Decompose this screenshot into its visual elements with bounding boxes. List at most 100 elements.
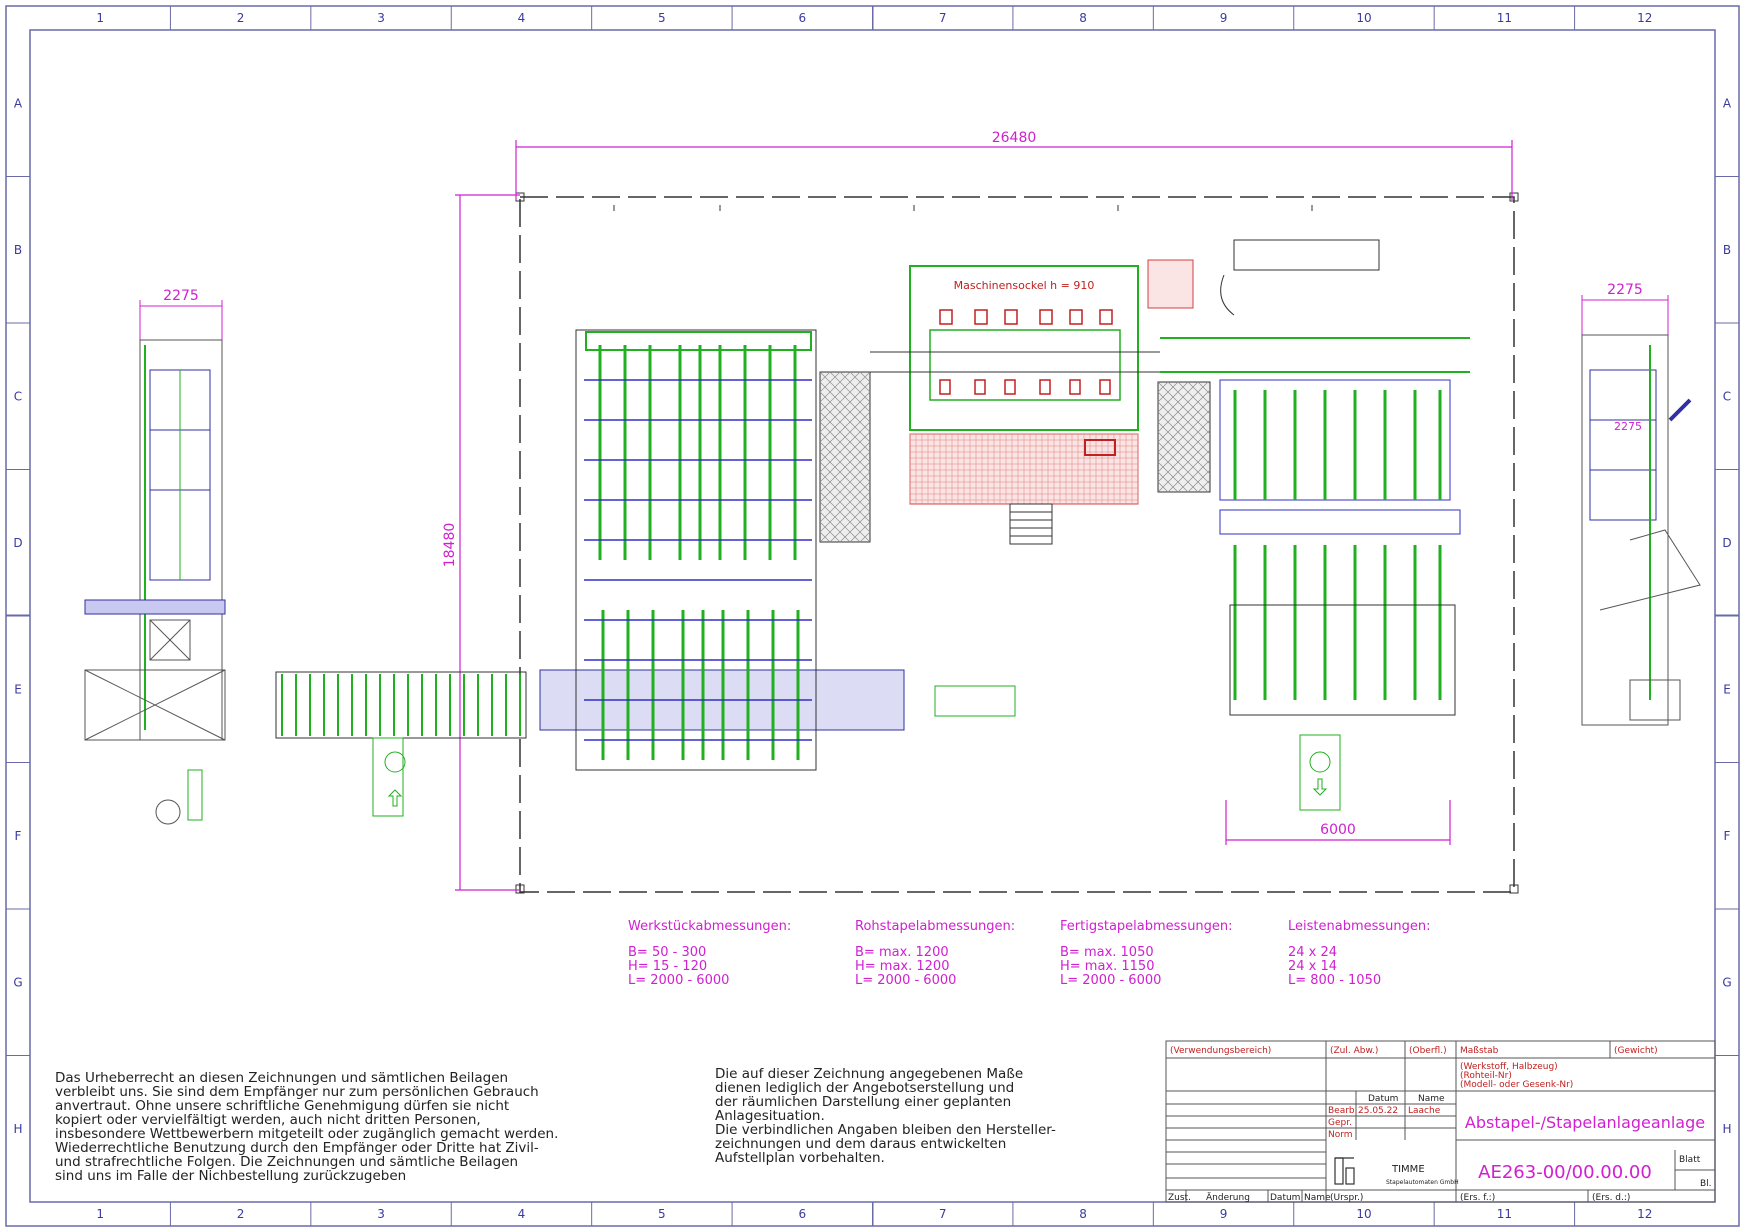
spec-line: L= 2000 - 6000 [628,973,729,988]
dim-left-width-label: 2275 [163,288,199,304]
svg-text:sind uns im Falle der Nichbest: sind uns im Falle der Nichbestellung zur… [55,1168,406,1184]
company-logo [1334,1157,1355,1185]
row-grid [6,176,1739,1056]
column-label: 6 [798,11,806,25]
column-label: 7 [939,11,947,25]
spec-line: H= max. 1150 [1060,959,1154,974]
svg-text:Änderung: Änderung [1206,1192,1250,1203]
svg-text:(Oberfl.): (Oberfl.) [1409,1046,1447,1056]
svg-text:(Modell- oder Gesenk-Nr): (Modell- oder Gesenk-Nr) [1460,1080,1573,1090]
column-label: 8 [1079,11,1087,25]
column-label: 12 [1637,11,1652,25]
column-label: 2 [237,1207,245,1221]
machine-base-label: Maschinensockel h = 910 [954,279,1095,292]
spec-line: L= 2000 - 6000 [855,973,956,988]
title-block-text: (Verwendungsbereich) (Zul. Abw.) (Oberfl… [1168,1046,1712,1203]
column-label: 10 [1356,1207,1371,1221]
transfer-conveyor [870,337,1470,373]
row-label: G [1722,975,1731,989]
svg-text:(Urspr.): (Urspr.) [1330,1193,1363,1203]
svg-text:Name: Name [1304,1193,1331,1203]
row-label: D [1722,536,1731,550]
drawing-title: Abstapel-/Stapelanlageanlage [1465,1113,1705,1132]
svg-text:Stapelautomaten GmbH: Stapelautomaten GmbH [1386,1179,1459,1186]
column-label: 9 [1220,11,1228,25]
spec-title: Rohstapelabmessungen: [855,919,1015,934]
row-label: B [14,243,22,257]
svg-text:Die auf dieser Zeichnung angeg: Die auf dieser Zeichnung angegebenen Maß… [715,1066,1023,1082]
row-label: A [14,96,23,110]
column-label: 2 [237,11,245,25]
spec-title: Werkstückabmessungen: [628,919,791,934]
left-elevation-view [84,300,226,825]
spec-line: L= 800 - 1050 [1288,973,1381,988]
spec-block-finished-stack: Fertigstapelabmessungen: B= max. 1050 H=… [1060,919,1233,988]
svg-text:Name: Name [1418,1094,1445,1104]
column-label: 12 [1637,1207,1652,1221]
column-label: 11 [1497,11,1512,25]
svg-text:(Gewicht): (Gewicht) [1614,1046,1658,1056]
column-label: 3 [377,1207,385,1221]
spec-line: 24 x 24 [1288,945,1337,960]
column-label: 5 [658,11,666,25]
dim-right-inner-label: 2275 [1614,420,1642,433]
spec-line: H= max. 1200 [855,959,949,974]
svg-text:der räumlichen Darstellung ein: der räumlichen Darstellung einer geplant… [715,1094,1011,1110]
row-label: B [1723,243,1731,257]
svg-text:Zust.: Zust. [1168,1193,1191,1203]
dim-overall-width [515,140,1513,200]
disclaimer-notice: Die auf dieser Zeichnung angegebenen Maß… [715,1066,1056,1166]
svg-text:Bearb.: Bearb. [1328,1106,1358,1116]
dim-overall-height [455,194,520,891]
drawing-number: AE263-00/00.00.00 [1478,1162,1652,1183]
svg-text:insbesondere Wettbewerbern mit: insbesondere Wettbewerbern mitgeteilt od… [55,1126,558,1142]
spec-title: Fertigstapelabmessungen: [1060,919,1233,934]
row-label: D [13,536,22,550]
svg-text:Wiederrechtliche Benutzung dur: Wiederrechtliche Benutzung durch den Emp… [55,1140,539,1156]
row-label: F [15,829,22,843]
stacking-stations [1157,239,1461,716]
row-label: A [1723,96,1732,110]
row-label: E [1723,682,1731,696]
column-label: 1 [96,1207,104,1221]
row-label: C [14,389,22,403]
spec-line: H= 15 - 120 [628,959,707,974]
column-label: 4 [518,1207,526,1221]
svg-text:(Zul. Abw.): (Zul. Abw.) [1330,1046,1378,1056]
column-label: 8 [1079,1207,1087,1221]
spec-block-workpiece: Werkstückabmessungen: B= 50 - 300 H= 15 … [628,919,791,988]
column-label: 10 [1356,11,1371,25]
svg-text:Bl.: Bl. [1700,1179,1712,1189]
dim-stacker-width [1225,800,1451,845]
svg-text:Norm: Norm [1328,1130,1353,1140]
outer-frame [5,5,1740,1227]
svg-text:Die verbindlichen Angaben blei: Die verbindlichen Angaben bleiben den He… [715,1122,1056,1138]
spec-line: B= 50 - 300 [628,945,706,960]
svg-text:Gepr.: Gepr. [1328,1118,1352,1128]
dim-right-width-label: 2275 [1607,282,1643,298]
dim-overall-width-label: 26480 [992,130,1037,146]
svg-text:(Verwendungsbereich): (Verwendungsbereich) [1170,1046,1271,1056]
row-label: C [1723,389,1731,403]
row-label: H [1722,1122,1731,1136]
spec-line: B= max. 1050 [1060,945,1154,960]
spec-block-battens: Leistenabmessungen: 24 x 24 24 x 14 L= 8… [1288,919,1431,988]
column-label: 4 [518,11,526,25]
svg-text:(Rohteil-Nr): (Rohteil-Nr) [1460,1071,1512,1081]
svg-text:(Ers. f.:): (Ers. f.:) [1460,1193,1495,1203]
column-label: 5 [658,1207,666,1221]
svg-text:Blatt: Blatt [1679,1155,1701,1165]
column-label: 11 [1497,1207,1512,1221]
column-label: 6 [798,1207,806,1221]
svg-text:Aufstellplan vorbehalten.: Aufstellplan vorbehalten. [715,1150,885,1166]
title-block [1165,1040,1716,1203]
column-grid [169,6,1576,1226]
spec-line: B= max. 1200 [855,945,949,960]
svg-text:dienen lediglich der Angebotse: dienen lediglich der Angebotserstellung … [715,1080,1014,1096]
spec-title: Leistenabmessungen: [1288,919,1431,934]
svg-text:Maßstab: Maßstab [1460,1046,1499,1056]
copyright-notice: Das Urheberrecht an diesen Zeichnungen u… [55,1070,558,1184]
